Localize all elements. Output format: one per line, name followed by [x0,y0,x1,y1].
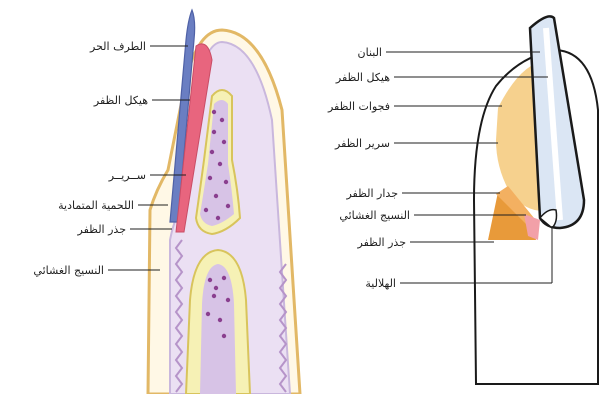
label-nail-bed-right: سرير الظفر [334,137,390,150]
left-labels: الطرف الحر هيكل الظفر ســريــر اللحمية ا… [33,40,148,277]
label-nail-plate-left: هيكل الظفر [93,94,148,107]
label-nail-plate-right: هيكل الظفر [335,71,390,84]
right-labels: البنان هيكل الظفر فجوات الظفر سرير الظفر… [327,46,410,290]
label-lunula: الهلالية [365,277,396,290]
label-epithelium-right: النسيج الغشائي [339,209,410,222]
label-nail-grooves: فجوات الظفر [327,100,390,113]
label-free-edge: الطرف الحر [89,40,146,53]
label-nail-root-left: جذر الظفر [77,223,126,236]
label-nail-wall: جدار الظفر [345,187,398,200]
nail-cross-section: الطرف الحر هيكل الظفر ســريــر اللحمية ا… [33,10,300,394]
lower-bone-marrow [200,264,236,394]
label-nail-bed-left: ســريــر [108,169,146,182]
finger-diagram: البنان هيكل الظفر فجوات الظفر سرير الظفر… [327,16,598,384]
label-nail-root-right: جذر الظفر [357,236,406,249]
label-epithelium-left: النسيج الغشائي [33,264,104,277]
label-eponychium: اللحمية المتمادية [58,199,134,212]
label-fingertip: البنان [358,46,382,59]
